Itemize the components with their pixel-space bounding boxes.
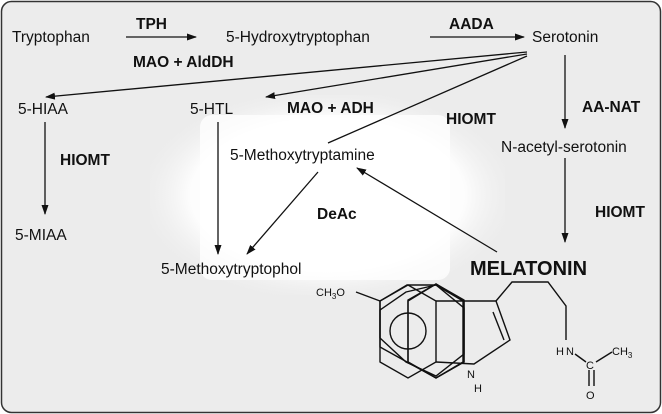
carbonyl-c-label: C — [586, 360, 594, 372]
amide-n-label: H — [556, 346, 564, 358]
pyrrole-double-bond — [492, 311, 505, 341]
enzyme-mao-adh: MAO + ADH — [287, 100, 374, 117]
melatonin-structure: CH3O N H H N C O CH3 — [316, 281, 633, 402]
arrow-serotonin-to-hiaa — [45, 51, 528, 100]
enzyme-hiomt-nas: HIOMT — [595, 204, 645, 221]
node-tryptophan: Tryptophan — [12, 29, 90, 46]
node-methoxytryptophol: 5-Methoxytryptophol — [161, 261, 301, 278]
node-miaa: 5-MIAA — [15, 227, 67, 244]
arrow-serotonin-to-htl — [265, 53, 528, 99]
aromatic-circle — [389, 312, 427, 350]
indole-h-label: H — [474, 383, 482, 395]
node-serotonin: Serotonin — [532, 29, 598, 46]
enzyme-tph: TPH — [136, 16, 167, 33]
methoxy-bond — [355, 291, 381, 302]
methyl-label: CH3 — [612, 346, 633, 360]
center-highlight-core — [200, 115, 450, 280]
node-melatonin: MELATONIN — [470, 258, 587, 280]
pyrrole-ring — [435, 300, 511, 365]
node-hydroxytryptophan: 5-Hydroxytryptophan — [226, 29, 370, 46]
enzyme-hiomt-serotonin: HIOMT — [446, 111, 496, 128]
amide-h-label: N — [566, 346, 574, 358]
carbonyl-o-label: O — [586, 390, 595, 402]
node-hiaa: 5-HIAA — [18, 101, 69, 118]
arrow-melatonin-to-methoxytryptamine — [356, 167, 498, 253]
line-serotonin-to-methoxytryptamine — [327, 55, 528, 144]
methoxy-label: CH3O — [316, 287, 345, 301]
enzyme-deac: DeAc — [317, 206, 357, 223]
node-n-acetyl-serotonin: N-acetyl-serotonin — [501, 139, 627, 156]
node-htl: 5-HTL — [190, 101, 233, 118]
enzyme-mao-aldh: MAO + AldDH — [133, 54, 234, 71]
enzyme-hiomt-hiaa: HIOMT — [60, 152, 110, 169]
indole-n-label: N — [467, 369, 475, 381]
amide-bond-1 — [574, 353, 587, 363]
methyl-bond — [595, 351, 613, 363]
arrow-methoxytryptamine-to-methoxytryptophol — [246, 171, 319, 255]
enzyme-aada: AADA — [449, 16, 494, 33]
node-methoxytryptamine: 5-Methoxytryptamine — [230, 147, 375, 164]
ethyl-chain — [495, 281, 567, 340]
enzyme-aa-nat: AA-NAT — [582, 99, 641, 116]
